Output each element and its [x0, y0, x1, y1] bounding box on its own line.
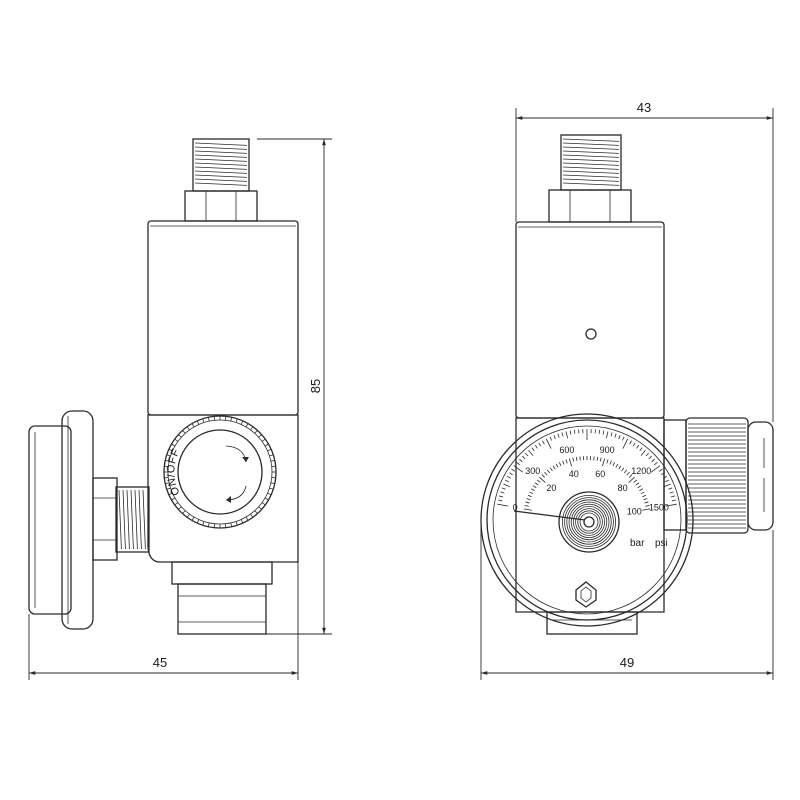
front-view: 0 300 600 900 1200 1500 20 40 60 80 100 bar psi	[480, 134, 774, 635]
dimension-width-left: 45	[28, 562, 299, 680]
hex-nut-front	[548, 189, 632, 223]
hand-wheel	[28, 410, 94, 630]
gauge-center	[558, 491, 620, 553]
unit-psi: psi	[655, 538, 668, 549]
dimension-height: 85	[257, 138, 332, 635]
gauge-needle	[513, 510, 586, 521]
psi-tick-label: 1500	[649, 502, 669, 512]
side-view: ON/OFF	[28, 138, 299, 635]
upper-body-front	[515, 221, 665, 419]
dimension-49: 49	[620, 655, 634, 670]
psi-tick-label: 1200	[631, 466, 651, 476]
pressure-gauge: 0 300 600 900 1200 1500 20 40 60 80 100 bar psi	[480, 413, 694, 627]
dimension-45: 45	[153, 655, 167, 670]
bar-tick-label: 20	[546, 483, 556, 493]
unit-bar: bar	[630, 538, 645, 549]
dimension-width-bottom: 49	[480, 520, 774, 680]
dimension-43: 43	[637, 100, 651, 115]
gauge-logo	[575, 581, 597, 608]
valve-body-front	[515, 417, 665, 613]
bottom-outlet-front	[546, 611, 638, 635]
knob-front	[663, 417, 774, 534]
vent-hole	[585, 328, 597, 340]
psi-tick-label: 900	[600, 445, 615, 455]
bar-tick-label: 40	[569, 469, 579, 479]
on-off-knob: ON/OFF	[163, 415, 277, 529]
dimension-85: 85	[308, 379, 323, 393]
psi-tick-label: 300	[525, 466, 540, 476]
top-thread	[192, 138, 250, 192]
on-off-label: ON/OFF	[165, 447, 182, 497]
psi-tick-label: 0	[513, 502, 518, 512]
bar-tick-label: 60	[595, 469, 605, 479]
psi-tick-label: 600	[559, 445, 574, 455]
dimension-width-top: 43	[515, 100, 774, 422]
side-outlet	[92, 477, 150, 561]
bottom-outlet	[171, 561, 273, 635]
top-thread-front	[560, 134, 622, 191]
bar-tick-label: 80	[618, 483, 628, 493]
bar-tick-label: 100	[627, 507, 642, 517]
upper-body	[147, 220, 299, 416]
hex-nut	[184, 190, 258, 222]
